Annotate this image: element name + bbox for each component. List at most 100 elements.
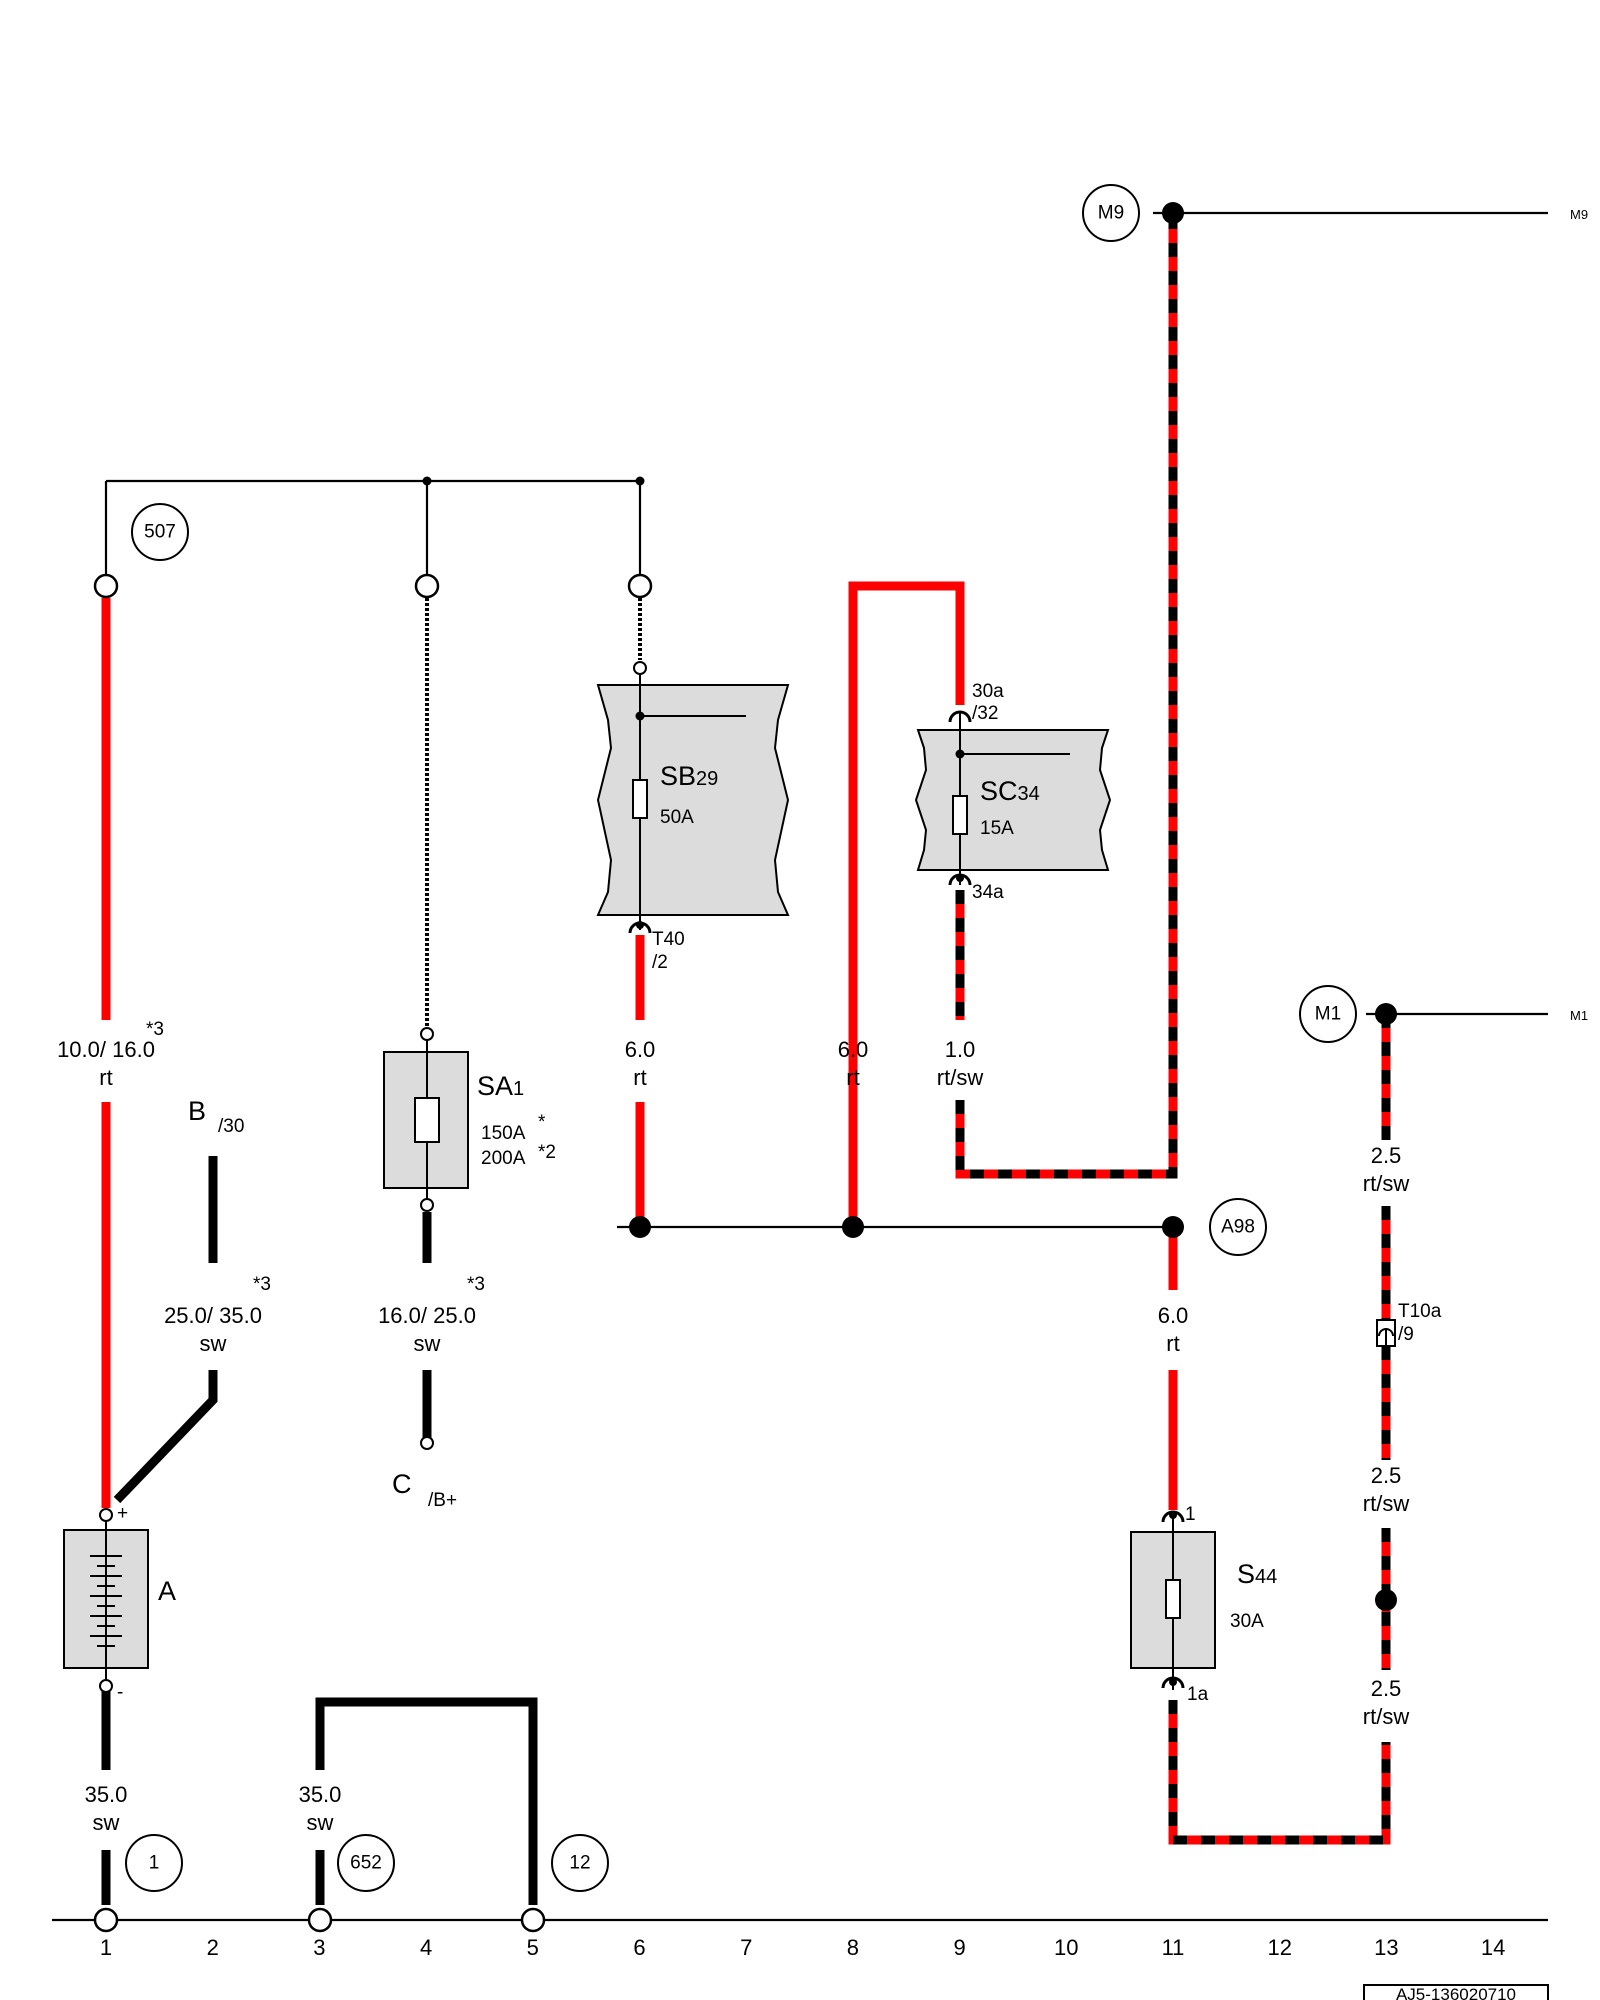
column-number: 1 [100, 1935, 112, 1960]
edge-label-m9: M9 [1570, 207, 1588, 222]
sa-rating-2: 200A [481, 1148, 526, 1169]
svg-text:507: 507 [144, 522, 176, 543]
sb-name: SB29 [660, 761, 718, 791]
ref-1[interactable]: 1 [125, 1834, 183, 1892]
sc-name: SC34 [980, 776, 1040, 806]
wire-label-10: 2.5 rt/sw [1363, 1676, 1410, 1729]
sb-rating: 50A [660, 807, 694, 828]
svg-text:6.0: 6.0 [838, 1037, 869, 1062]
fuse-sa1[interactable] [383, 1027, 469, 1212]
column-number: 8 [847, 1935, 859, 1960]
svg-text:rt/sw: rt/sw [1363, 1171, 1410, 1196]
svg-text:2.5: 2.5 [1371, 1676, 1402, 1701]
sc-pin-out: 34a [972, 882, 1004, 903]
t10a-name: T10a [1398, 1301, 1442, 1322]
ref-m1[interactable]: M1 [1299, 985, 1357, 1043]
terminal-c[interactable] [420, 1436, 434, 1450]
s44-name: S44 [1237, 1559, 1277, 1589]
svg-text:sw: sw [93, 1810, 120, 1835]
svg-text:652: 652 [350, 1853, 382, 1874]
sa-rating-1: 150A [481, 1123, 526, 1144]
fuse-box-sb29[interactable] [596, 661, 790, 934]
svg-text:*3: *3 [467, 1274, 485, 1295]
ref-12[interactable]: 12 [551, 1834, 609, 1892]
column-number: 13 [1374, 1935, 1398, 1960]
wire-label-5: 6.0 rt [838, 1037, 869, 1090]
svg-text:35.0: 35.0 [85, 1782, 128, 1807]
wire-label-3: *3 16.0/ 25.0 sw [378, 1274, 485, 1356]
sb-pin-bot: /2 [652, 952, 668, 973]
terminals[interactable] [93, 573, 653, 1933]
battery-a[interactable] [63, 1508, 149, 1693]
wire-label-12: 35.0 sw [299, 1782, 342, 1835]
svg-text:rt: rt [99, 1065, 112, 1090]
wire-label-9: 2.5 rt/sw [1363, 1463, 1410, 1516]
sc-pin-in2: /32 [972, 703, 998, 724]
svg-text:rt/sw: rt/sw [937, 1065, 984, 1090]
junctions [422, 202, 1397, 1611]
connector-t10a[interactable] [1376, 1319, 1396, 1347]
column-number: 10 [1054, 1935, 1078, 1960]
ref-507[interactable]: 507 [131, 503, 189, 561]
column-number: 2 [207, 1935, 219, 1960]
column-number: 4 [420, 1935, 432, 1960]
wire-label-11: 35.0 sw [85, 1782, 128, 1835]
column-number: 5 [527, 1935, 539, 1960]
svg-text:rt: rt [1166, 1331, 1179, 1356]
b-pin: /30 [218, 1116, 244, 1137]
wire-label-8: 2.5 rt/sw [1363, 1143, 1410, 1196]
svg-text:sw: sw [200, 1331, 227, 1356]
column-number: 7 [740, 1935, 752, 1960]
s44-pin-in: 1 [1185, 1504, 1196, 1525]
svg-text:M1: M1 [1315, 1004, 1341, 1025]
diagram-id: AJ5-136020710 [1396, 1985, 1516, 2000]
wire-6[interactable] [955, 213, 1178, 1179]
svg-text:sw: sw [307, 1810, 334, 1835]
battery-plus: + [117, 1503, 128, 1524]
svg-text:1: 1 [149, 1853, 160, 1874]
column-number: 6 [633, 1935, 645, 1960]
sc-rating: 15A [980, 818, 1014, 839]
column-number: 3 [313, 1935, 325, 1960]
svg-text:6.0: 6.0 [1158, 1303, 1189, 1328]
svg-text:2.5: 2.5 [1371, 1143, 1402, 1168]
wire-5[interactable] [848, 581, 965, 1227]
s44-rating: 30A [1230, 1611, 1264, 1632]
svg-text:rt: rt [633, 1065, 646, 1090]
wire-label-6: 1.0 rt/sw [937, 1037, 984, 1090]
diagram-id-box: AJ5-136020710 [1363, 1984, 1549, 2000]
svg-text:rt: rt [846, 1065, 859, 1090]
fuse-box-sc34[interactable] [914, 710, 1112, 886]
svg-text:A98: A98 [1221, 1217, 1255, 1238]
sa-mark-1: * [538, 1112, 546, 1133]
ref-652[interactable]: 652 [337, 1834, 395, 1892]
column-number: 9 [953, 1935, 965, 1960]
svg-text:*3: *3 [146, 1019, 164, 1040]
wire-label-4: 6.0 rt [625, 1037, 656, 1090]
b-name: B [188, 1096, 206, 1126]
ref-a98[interactable]: A98 [1209, 1198, 1267, 1256]
svg-text:25.0/ 35.0: 25.0/ 35.0 [164, 1303, 262, 1328]
svg-text:12: 12 [569, 1853, 590, 1874]
column-number: 11 [1162, 1935, 1185, 1960]
svg-text:16.0/ 25.0: 16.0/ 25.0 [378, 1303, 476, 1328]
wire-s44-return[interactable] [1168, 1700, 1391, 1845]
wire-label-7: 6.0 rt [1158, 1303, 1189, 1356]
column-number: 14 [1481, 1935, 1505, 1960]
wire-label-1: *3 10.0/ 16.0 rt [57, 1019, 164, 1090]
t10a-pin: /9 [1398, 1324, 1414, 1345]
wire-label-2: *3 25.0/ 35.0 sw [164, 1274, 271, 1356]
sa-name: SA1 [477, 1071, 524, 1101]
wire-2[interactable] [113, 1156, 218, 1504]
svg-text:2.5: 2.5 [1371, 1463, 1402, 1488]
ref-m9[interactable]: M9 [1082, 184, 1140, 242]
svg-text:*3: *3 [253, 1274, 271, 1295]
fuse-s44[interactable] [1130, 1510, 1216, 1690]
battery-minus: - [117, 1682, 123, 1703]
wire-12[interactable] [315, 1697, 538, 1905]
edge-label-m1: M1 [1570, 1008, 1588, 1023]
sc-pin-in: 30a [972, 681, 1004, 702]
sa-mark-2: *2 [538, 1142, 556, 1163]
svg-text:35.0: 35.0 [299, 1782, 342, 1807]
